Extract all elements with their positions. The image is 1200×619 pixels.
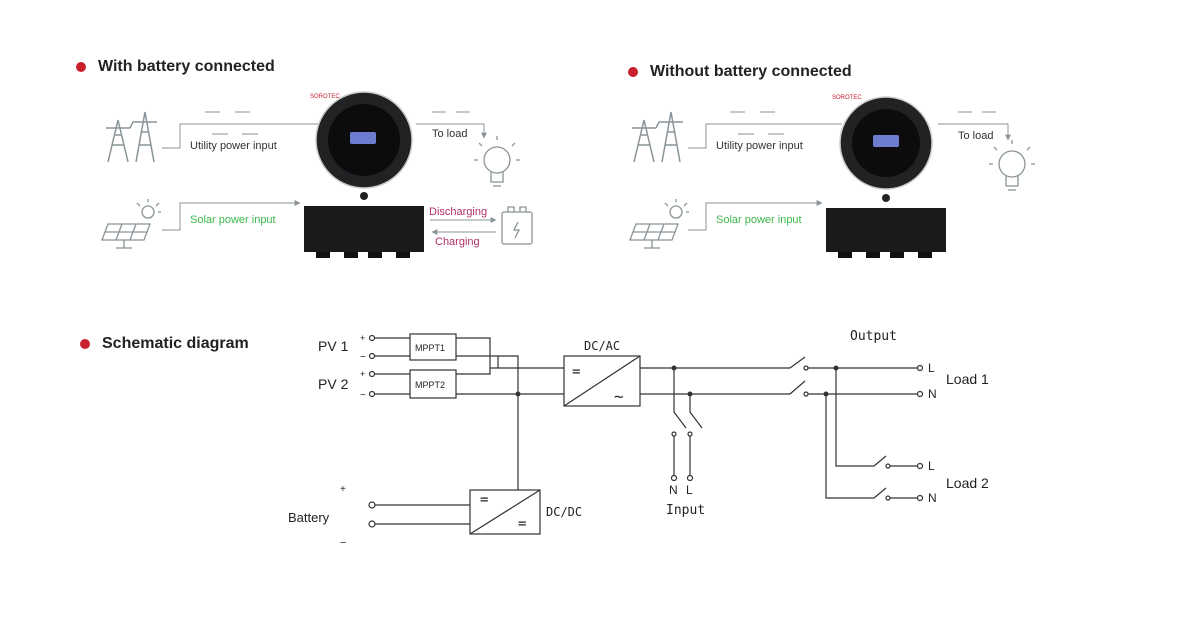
section-title-schematic: Schematic diagram [80,335,249,353]
solar-connection-line [688,200,823,231]
bullet-icon [80,339,90,349]
dcdc-in-symbol: = [480,492,488,508]
dcac-ac-symbol: ~ [614,387,624,406]
dcac-box [563,355,641,407]
to-load-label: To load [432,128,467,140]
pv1-plus: + [360,333,365,343]
dcac-label: DC/AC [584,339,620,353]
bullet-icon [76,62,86,72]
output-label: Output [850,329,897,344]
load1-label: Load 1 [946,371,989,387]
input-label: Input [666,503,705,518]
panel-with-battery: Utility power input Solar power input SO… [101,91,533,258]
battery-label: Battery [288,510,330,525]
dcdc-out-symbol: = [518,516,526,532]
mppt2-box [409,369,457,399]
pv2-plus: + [360,369,365,379]
section-title-with-battery: With battery connected [76,58,275,76]
brand-label: SOROTEC [310,94,340,100]
light-bulb-icon [989,140,1035,191]
battery-plus: + [340,484,346,495]
dcac-dc-symbol: = [572,364,580,380]
schematic-labels: PV 1 PV 2 + − + − MPPT1 MPPT2 DC/AC = ~ … [288,329,989,549]
dcdc-box [469,489,541,535]
section-title-without-battery: Without battery connected [628,63,852,81]
inverter-icon: SOROTEC [826,95,946,258]
battery-icon [501,206,533,245]
mppt1-label: MPPT1 [415,343,445,353]
solar-label: Solar power input [716,214,802,226]
solar-label: Solar power input [190,214,276,226]
mppt1-box [409,333,457,361]
load1-N: N [928,387,937,401]
inverter-icon: SOROTEC [304,91,424,258]
load2-N: N [928,491,937,505]
junction-dots [515,365,839,397]
section-title-text: Without battery connected [650,63,852,80]
discharging-label: Discharging [429,206,487,218]
utility-label: Utility power input [716,140,803,152]
utility-label: Utility power input [190,140,277,152]
load2-label: Load 2 [946,475,989,491]
solar-panel-icon [101,199,161,249]
power-tower-icon [632,111,683,163]
bullet-icon [628,67,638,77]
brand-label: SOROTEC [832,95,862,101]
charging-label: Charging [435,236,480,248]
solar-connection-line [162,200,301,231]
panel-without-battery: Utility power input Solar power input SO… [629,95,1035,258]
section-title-text: With battery connected [98,58,275,75]
dcdc-label: DC/DC [546,505,582,519]
input-N: N [669,483,678,497]
load-connection-line [938,111,1011,141]
utility-connection-line [688,111,842,149]
pv2-minus: − [360,390,366,401]
input-L: L [686,483,693,497]
light-bulb-icon [474,136,520,187]
battery-minus: − [340,537,346,549]
terminals [368,334,924,528]
load-connection-line [416,111,487,139]
load2-L: L [928,459,935,473]
solar-panel-icon [629,199,689,249]
section-title-text: Schematic diagram [102,335,249,352]
pv1-label: PV 1 [318,338,349,354]
pv2-label: PV 2 [318,376,349,392]
mppt2-label: MPPT2 [415,380,445,390]
battery-connection-line [430,217,497,235]
power-tower-icon [106,111,157,163]
utility-connection-line [162,111,318,149]
pv1-minus: − [360,352,366,363]
load1-L: L [928,361,935,375]
schematic-diagram [374,333,918,535]
to-load-label: To load [958,130,993,142]
